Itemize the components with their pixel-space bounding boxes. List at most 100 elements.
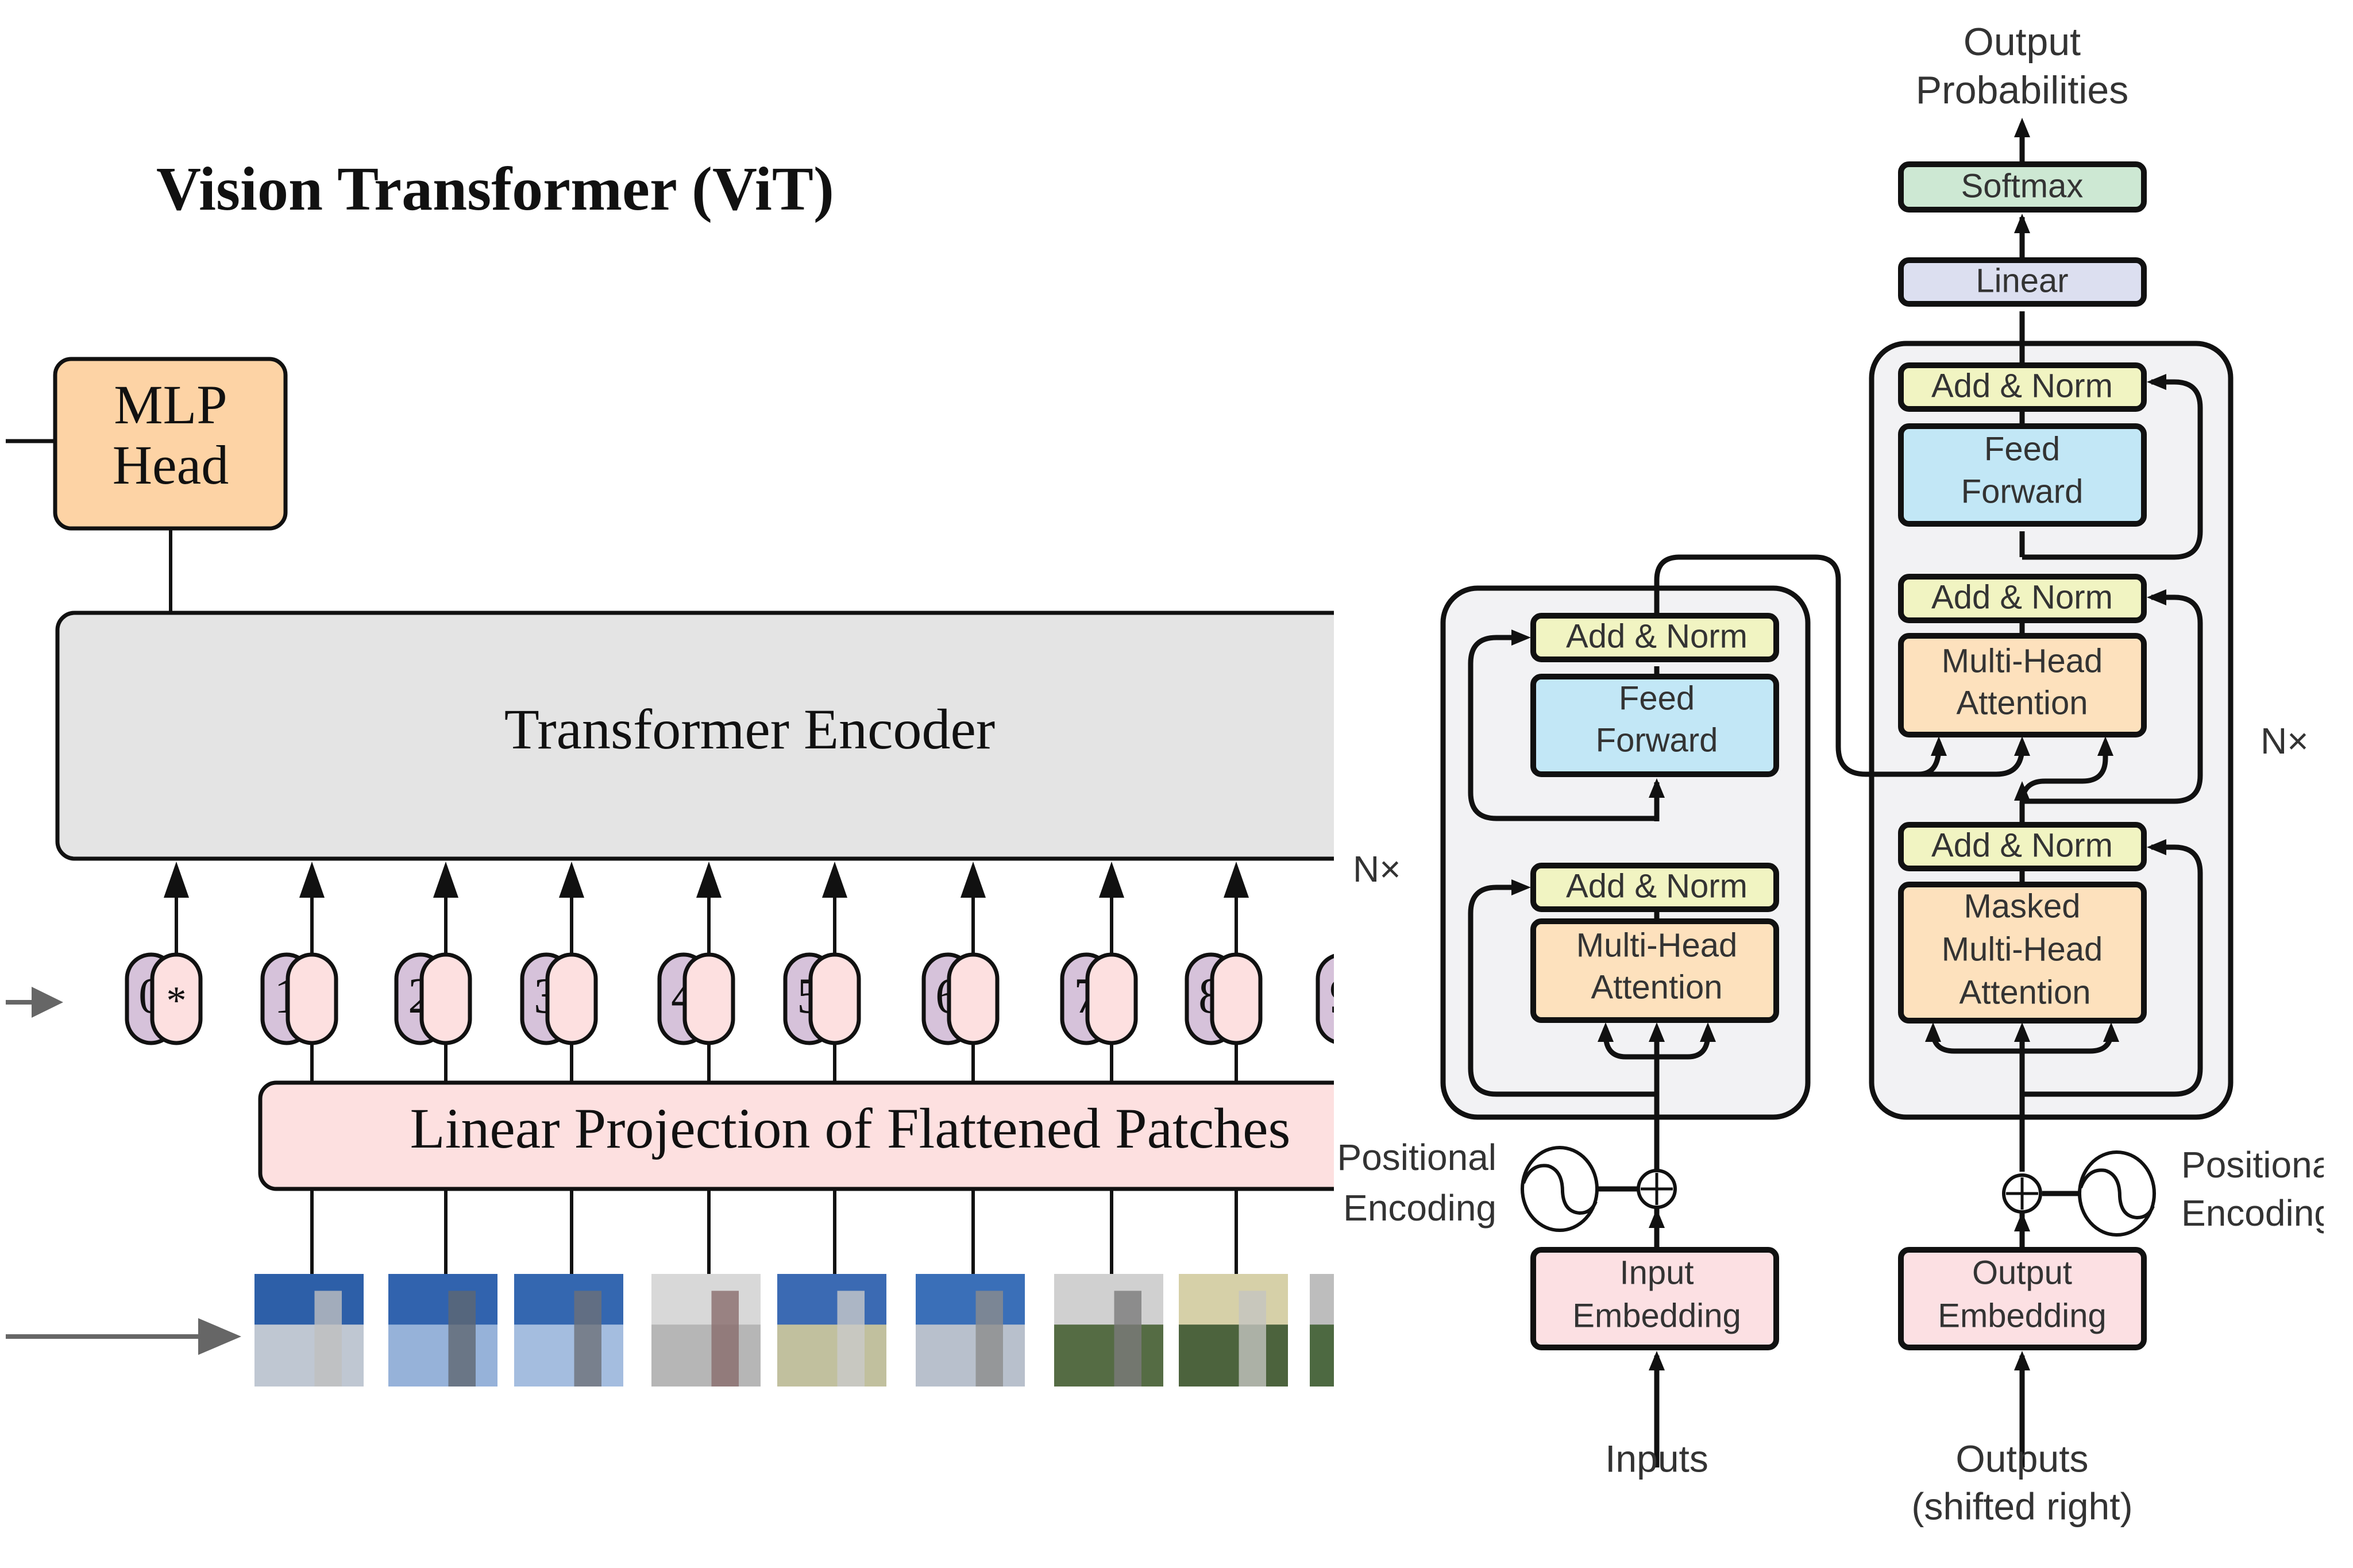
outputs-label-2: (shifted right) bbox=[1911, 1485, 2132, 1527]
encoder-repeat-label: N× bbox=[1353, 848, 1401, 890]
encoder-mha-label-1: Multi-Head bbox=[1576, 926, 1737, 964]
input-embedding-box: Input Embedding bbox=[1530, 1247, 1779, 1350]
output-probabilities-label-1: Output bbox=[1964, 20, 2081, 64]
position-index-label: 9 bbox=[1329, 968, 1355, 1024]
image-patch bbox=[1310, 1274, 1334, 1387]
decoder-feed-forward-label-2: Forward bbox=[1961, 473, 2084, 510]
arrowhead-up-icon bbox=[1649, 1022, 1665, 1042]
vit-panel: Vision Transformer (ViT) MLP Head Transf… bbox=[6, 155, 1391, 1387]
encoder-block bbox=[1440, 585, 1811, 1120]
linear-box: Linear bbox=[1898, 257, 2147, 307]
position-token-pair: 0* bbox=[125, 862, 203, 1045]
sine-wave-icon bbox=[1521, 1146, 1599, 1232]
mlp-head-label-2: Head bbox=[113, 434, 229, 496]
output-embedding-label-2: Embedding bbox=[1938, 1297, 2106, 1334]
vit-token-row: 0*123456789 bbox=[125, 862, 1391, 1274]
decoder-add-norm-bottom-label: Add & Norm bbox=[1931, 827, 2113, 864]
transformer-arrowheads bbox=[1511, 118, 2166, 1370]
decoder-add-norm-bottom: Add & Norm bbox=[1898, 822, 2147, 871]
arrowhead-up-icon bbox=[299, 862, 325, 898]
input-embedding-label-1: Input bbox=[1620, 1254, 1694, 1291]
position-token-pair: 4 bbox=[657, 862, 735, 1274]
patch-embedding-pill bbox=[1343, 955, 1391, 1043]
decoder-pos-enc-label-2: Encoding bbox=[2181, 1192, 2335, 1234]
encoder-feed-forward-label-2: Forward bbox=[1596, 721, 1718, 759]
patch-embedding-pill bbox=[419, 952, 472, 1045]
arrowhead-up-icon bbox=[1700, 1022, 1716, 1042]
position-token-pair: 5 bbox=[783, 862, 861, 1274]
encoder-positional-encoding: Positional Encoding bbox=[1337, 1137, 1677, 1232]
output-embedding-label-1: Output bbox=[1972, 1254, 2072, 1291]
image-patch bbox=[254, 1274, 364, 1387]
arrowhead-up-icon bbox=[1931, 736, 1947, 756]
class-token-symbol: * bbox=[167, 979, 187, 1023]
transformer-panel: Output Probabilities Softmax Linear bbox=[1337, 20, 2353, 1527]
arrowhead-up-icon bbox=[696, 862, 722, 898]
arrowhead-right-icon bbox=[1511, 879, 1531, 895]
decoder-pos-enc-label-1: Positional bbox=[2181, 1144, 2341, 1185]
position-token-pair: 2 bbox=[394, 862, 472, 1274]
encoder-pos-enc-label-2: Encoding bbox=[1343, 1187, 1496, 1229]
patch-embedding-pill bbox=[545, 952, 598, 1045]
sine-wave-icon bbox=[2078, 1150, 2156, 1237]
arrowhead-up-icon bbox=[164, 862, 189, 898]
position-token-pair: 9 bbox=[1316, 953, 1391, 1044]
arrowhead-up-icon bbox=[961, 862, 986, 898]
arrowhead-up-icon bbox=[822, 862, 847, 898]
position-token-pair: 7 bbox=[1060, 862, 1138, 1274]
decoder-repeat-label: N× bbox=[2261, 720, 2309, 762]
patch-embedding-pill bbox=[1085, 952, 1138, 1045]
image-patch bbox=[651, 1274, 761, 1387]
image-patch bbox=[1054, 1274, 1163, 1387]
image-patch bbox=[1179, 1274, 1288, 1387]
decoder-feed-forward: Feed Forward bbox=[1898, 423, 2147, 527]
add-circle-icon bbox=[2002, 1173, 2042, 1214]
encoder-add-norm-bottom: Add & Norm bbox=[1530, 863, 1779, 912]
image-patch bbox=[388, 1274, 497, 1387]
arrowhead-up-icon bbox=[2014, 1351, 2030, 1370]
decoder-mha-label-1: Multi-Head bbox=[1942, 642, 2103, 679]
input-embedding-label-2: Embedding bbox=[1572, 1297, 1741, 1334]
patch-embedding-pill bbox=[947, 952, 1000, 1045]
vit-patch-row bbox=[254, 1274, 1334, 1387]
outputs-label-1: Outputs bbox=[1955, 1437, 2088, 1480]
arrowhead-up-icon bbox=[1649, 778, 1665, 798]
arrowhead-up-icon bbox=[1598, 1022, 1614, 1042]
arrowhead-up-icon bbox=[2103, 1022, 2119, 1042]
output-probabilities-label-2: Probabilities bbox=[1916, 68, 2128, 112]
arrowhead-up-icon bbox=[559, 862, 584, 898]
decoder-masked-mha-label-3: Attention bbox=[1959, 974, 2091, 1011]
arrowhead-up-icon bbox=[2014, 1022, 2030, 1042]
decoder-add-norm-top: Add & Norm bbox=[1898, 362, 2147, 412]
linear-projection-label: Linear Projection of Flattened Patches bbox=[410, 1096, 1291, 1160]
arrowhead-left-icon bbox=[2147, 589, 2166, 605]
decoder-feed-forward-label-1: Feed bbox=[1984, 430, 2060, 468]
encoder-add-norm-bottom-label: Add & Norm bbox=[1566, 867, 1748, 905]
output-embedding-box: Output Embedding bbox=[1898, 1247, 2147, 1350]
encoder-feed-forward-label-1: Feed bbox=[1619, 679, 1695, 717]
encoder-pos-enc-label-1: Positional bbox=[1337, 1137, 1497, 1178]
decoder-masked-mha-label-2: Multi-Head bbox=[1942, 930, 2103, 968]
patch-embedding-pill bbox=[1210, 952, 1263, 1045]
arrowhead-up-icon bbox=[2097, 736, 2113, 756]
mlp-head-box: MLP Head bbox=[53, 357, 288, 531]
mlp-head-label-1: MLP bbox=[114, 374, 227, 435]
encoder-label: Transformer Encoder bbox=[504, 697, 995, 761]
linear-label: Linear bbox=[1976, 262, 2068, 299]
position-token-pair: 3 bbox=[520, 862, 598, 1274]
decoder-add-norm-top-label: Add & Norm bbox=[1931, 367, 2113, 404]
vit-transformer-encoder: Transformer Encoder bbox=[55, 611, 1334, 861]
add-circle-icon bbox=[1637, 1169, 1677, 1209]
arrowhead-up-icon bbox=[1649, 1208, 1665, 1228]
arrowhead-up-icon bbox=[1099, 862, 1124, 898]
softmax-label: Softmax bbox=[1961, 167, 2084, 204]
arrowhead-up-icon bbox=[2014, 118, 2030, 137]
encoder-add-norm-top-label: Add & Norm bbox=[1566, 617, 1748, 655]
position-token-pair: 1 bbox=[260, 862, 338, 1274]
linear-projection-box: Linear Projection of Flattened Patches bbox=[258, 1080, 1334, 1191]
decoder-mha-label-2: Attention bbox=[1957, 684, 2088, 721]
decoder-masked-multi-head-attention: Masked Multi-Head Attention bbox=[1898, 882, 2147, 1024]
arrowhead-up-icon bbox=[1224, 862, 1249, 898]
decoder-masked-mha-label-1: Masked bbox=[1964, 887, 2080, 925]
